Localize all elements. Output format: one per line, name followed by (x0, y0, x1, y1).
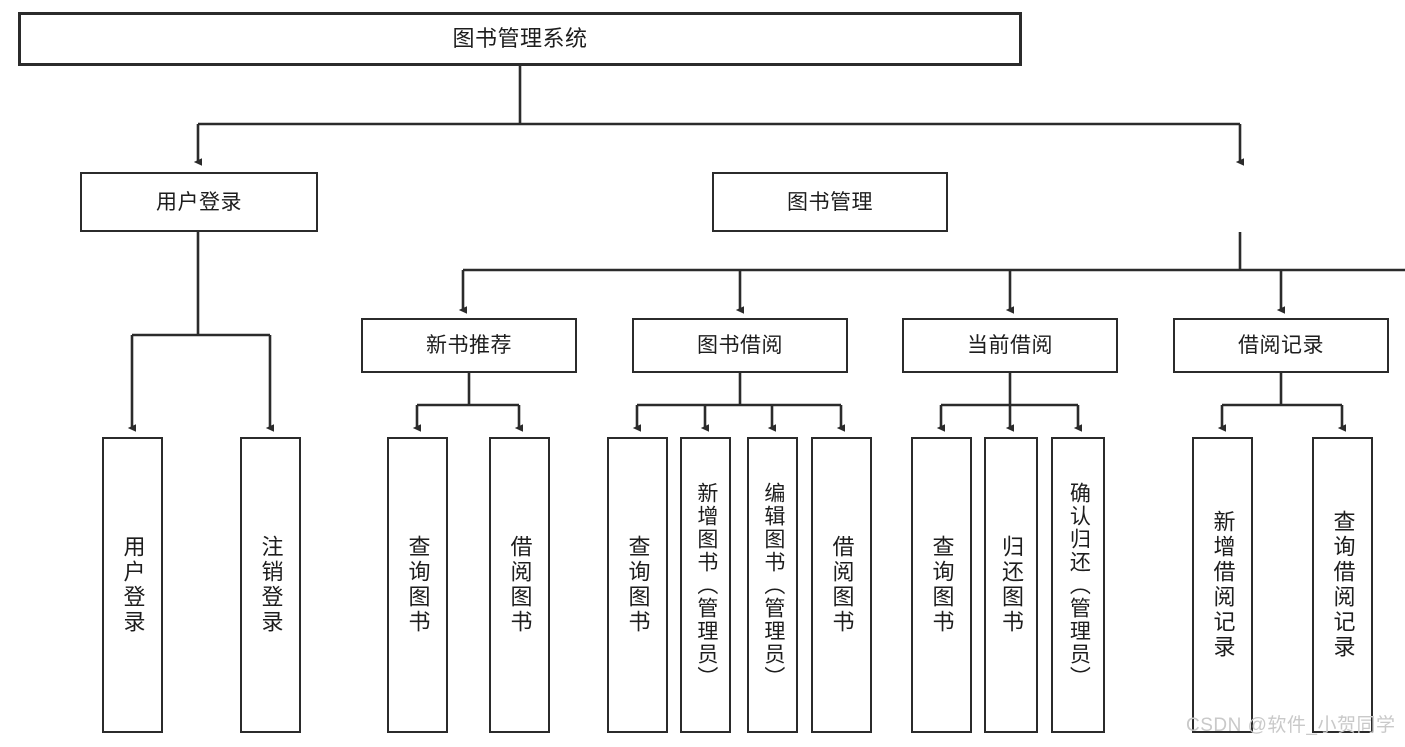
node-label: 注销登录 (258, 535, 284, 635)
node-label: 用户登录 (120, 535, 146, 635)
node-label: 查询图书 (929, 535, 955, 635)
leaf-logout[interactable]: 注销登录 (240, 437, 301, 733)
node-label: 用户登录 (156, 190, 242, 214)
node-label: 图书管理 (787, 190, 873, 214)
node-borrow-record[interactable]: 借阅记录 (1173, 318, 1389, 373)
leaf-edit-book-admin[interactable]: 编辑图书（管理员） (747, 437, 798, 733)
leaf-query-borrow-record[interactable]: 查询借阅记录 (1312, 437, 1373, 733)
leaf-borrow-book[interactable]: 借阅图书 (811, 437, 872, 733)
node-label: 借阅记录 (1238, 334, 1324, 357)
node-label: 借阅图书 (829, 535, 855, 635)
node-label: 借阅图书 (507, 535, 533, 635)
leaf-user-login[interactable]: 用户登录 (102, 437, 163, 733)
leaf-confirm-return-admin[interactable]: 确认归还（管理员） (1051, 437, 1105, 733)
node-root-book-management-system[interactable]: 图书管理系统 (18, 12, 1022, 66)
node-label: 归还图书 (998, 535, 1024, 635)
node-label: 查询图书 (405, 535, 431, 635)
node-book-borrow[interactable]: 图书借阅 (632, 318, 848, 373)
node-label: 查询图书 (625, 535, 651, 635)
node-label: 确认归还（管理员） (1067, 481, 1091, 689)
node-label: 新书推荐 (426, 334, 512, 357)
leaf-borrow-book-recommend[interactable]: 借阅图书 (489, 437, 550, 733)
node-book-management[interactable]: 图书管理 (712, 172, 948, 232)
leaf-return-book[interactable]: 归还图书 (984, 437, 1038, 733)
node-label: 当前借阅 (967, 334, 1053, 357)
leaf-query-book-current[interactable]: 查询图书 (911, 437, 972, 733)
node-user-login[interactable]: 用户登录 (80, 172, 318, 232)
node-label: 新增图书（管理员） (694, 481, 718, 689)
leaf-query-book-borrow[interactable]: 查询图书 (607, 437, 668, 733)
leaf-add-borrow-record[interactable]: 新增借阅记录 (1192, 437, 1253, 733)
node-new-book-recommend[interactable]: 新书推荐 (361, 318, 577, 373)
node-label: 图书借阅 (697, 334, 783, 357)
node-label: 查询借阅记录 (1330, 510, 1356, 660)
leaf-add-book-admin[interactable]: 新增图书（管理员） (680, 437, 731, 733)
node-label: 新增借阅记录 (1210, 510, 1236, 660)
watermark: CSDN @软件_小贺同学 (1186, 715, 1396, 736)
node-current-borrow[interactable]: 当前借阅 (902, 318, 1118, 373)
leaf-query-book-recommend[interactable]: 查询图书 (387, 437, 448, 733)
node-label: 图书管理系统 (452, 26, 588, 51)
node-label: 编辑图书（管理员） (761, 481, 785, 689)
